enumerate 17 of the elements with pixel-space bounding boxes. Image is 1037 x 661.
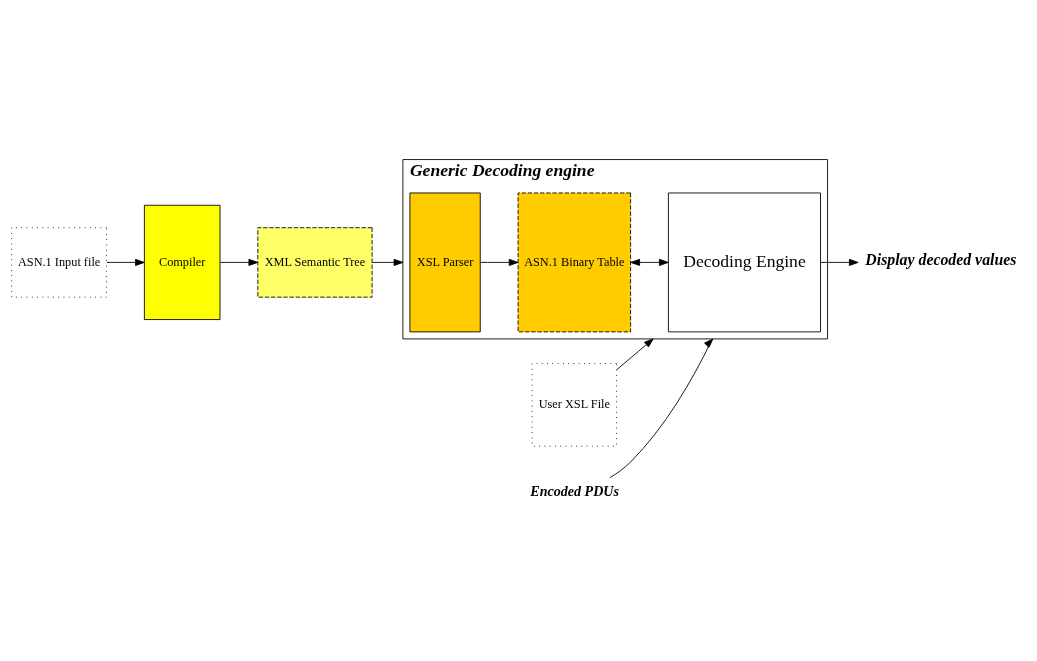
arrow xyxy=(480,258,519,266)
node-box: XSL Parser xyxy=(409,192,481,332)
arrow xyxy=(609,337,714,478)
arrow xyxy=(630,258,669,266)
node-text: Encoded PDUs xyxy=(530,482,619,499)
node-box: XML Semantic Tree xyxy=(257,226,373,298)
node-box: User XSL File xyxy=(531,362,617,447)
arrow xyxy=(106,258,145,266)
arrow xyxy=(820,258,859,266)
arrow xyxy=(371,258,404,266)
node-text: Display decoded values xyxy=(865,250,1017,268)
node-box: ASN.1 Input file xyxy=(11,226,107,298)
arrow xyxy=(219,258,259,266)
arrow xyxy=(616,337,654,370)
node-box: ASN.1 Binary Table xyxy=(517,192,632,332)
node-box: Decoding Engine xyxy=(667,192,821,332)
node-box: Compiler xyxy=(143,204,221,320)
